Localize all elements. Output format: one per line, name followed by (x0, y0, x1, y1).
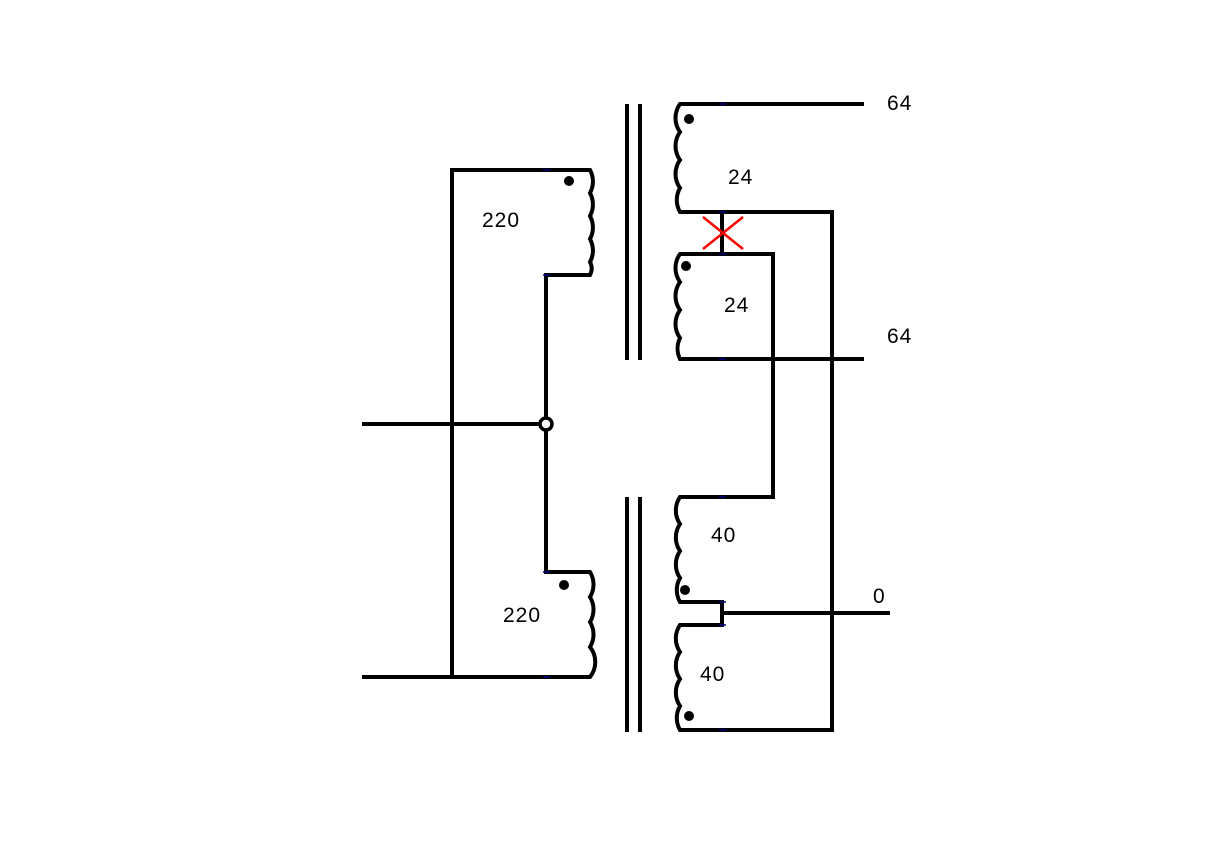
top-secondary-lower-coil (673, 252, 722, 361)
output-upper-label: 64 (887, 92, 912, 115)
polarity-dot-icon (680, 585, 690, 595)
polarity-dot-icon (684, 711, 694, 721)
bottom-secondary-lower-coil (673, 623, 722, 732)
bottom-secondary-lower-turns-label: 40 (700, 663, 725, 686)
polarity-dot-icon (684, 114, 694, 124)
top-secondary-lower-turns-label: 24 (724, 294, 749, 317)
open-circle-junction-icon (538, 416, 554, 432)
top-transformer-core (625, 104, 642, 360)
primary-wiring (362, 168, 548, 679)
polarity-dot-icon (564, 176, 574, 186)
terminal-ticks (543, 103, 726, 731)
output-lower-label: 64 (887, 325, 912, 348)
polarity-dot-icon (681, 261, 691, 271)
red-x-cross-icon (702, 216, 744, 250)
secondary-wiring (720, 102, 890, 732)
top-primary-coil (546, 168, 595, 277)
polarity-dot-icon (559, 580, 569, 590)
output-common-label: 0 (873, 585, 886, 608)
top-secondary-upper-coil (673, 102, 722, 214)
bottom-secondary-upper-turns-label: 40 (711, 524, 736, 547)
top-primary-turns-label: 220 (482, 209, 520, 232)
top-secondary-upper-turns-label: 24 (728, 166, 753, 189)
bottom-primary-coil (546, 570, 598, 679)
bottom-transformer-core (625, 497, 642, 732)
bottom-secondary-upper-coil (673, 495, 722, 604)
bottom-primary-turns-label: 220 (503, 604, 541, 627)
